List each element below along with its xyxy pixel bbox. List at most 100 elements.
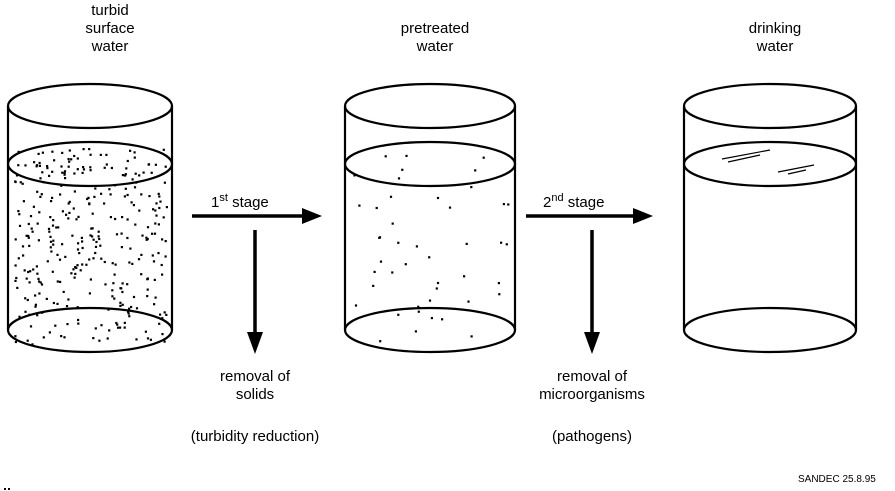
particle — [48, 331, 51, 334]
particle — [88, 292, 91, 295]
particle — [61, 210, 64, 213]
particle — [379, 260, 383, 263]
particle — [91, 212, 94, 215]
particle — [358, 204, 361, 207]
reflection-lines — [721, 149, 815, 175]
particle — [36, 222, 39, 225]
particle — [57, 226, 60, 229]
particle — [128, 307, 131, 310]
particle — [24, 297, 27, 300]
particle — [124, 174, 127, 177]
particles-dense — [14, 148, 168, 346]
particle — [94, 187, 97, 190]
particle — [116, 323, 119, 326]
particle — [72, 268, 75, 271]
particle — [73, 154, 76, 158]
particle — [470, 186, 473, 189]
particle — [112, 282, 115, 285]
particle — [146, 288, 149, 291]
particle — [378, 236, 382, 239]
particle — [28, 244, 31, 247]
particle — [49, 235, 52, 238]
particle — [53, 159, 56, 162]
particle — [140, 193, 143, 196]
particle — [397, 241, 400, 244]
particle — [109, 193, 112, 196]
particle — [126, 159, 129, 163]
particle — [129, 149, 132, 152]
particle — [119, 326, 122, 329]
particle — [41, 171, 44, 174]
particle — [128, 261, 131, 264]
particle — [372, 284, 375, 287]
particle — [159, 313, 162, 316]
stray-dots — [4, 488, 10, 490]
particle — [92, 238, 95, 241]
particle — [163, 340, 166, 343]
particle — [27, 234, 30, 238]
particle — [467, 300, 470, 303]
particle — [29, 270, 32, 273]
container-label-drinking: drinking water — [705, 20, 845, 56]
particle — [397, 177, 401, 180]
particle — [35, 164, 39, 167]
particle — [126, 283, 129, 286]
particle — [50, 250, 53, 253]
particle — [389, 195, 393, 198]
particle — [99, 153, 102, 156]
particle — [108, 188, 111, 191]
removal-line: microorganisms — [539, 386, 645, 403]
particle — [89, 166, 92, 169]
particle — [391, 271, 394, 274]
particle — [465, 242, 468, 245]
particle — [80, 236, 83, 239]
container-base — [6, 306, 174, 354]
particle — [48, 174, 51, 177]
particle — [111, 262, 114, 265]
particle — [39, 281, 42, 284]
particle — [131, 178, 134, 181]
particle — [82, 168, 86, 171]
label-line: surface — [85, 20, 135, 37]
particle — [130, 305, 133, 309]
particle — [15, 174, 19, 177]
arrow-removal-1 — [247, 230, 263, 354]
particle — [121, 282, 124, 285]
particle — [154, 296, 157, 299]
particle — [38, 280, 41, 283]
particle — [435, 287, 438, 290]
stage-suffix: st — [219, 192, 228, 204]
particle — [81, 246, 84, 250]
particle — [55, 226, 58, 229]
particle — [19, 181, 22, 184]
particle — [474, 169, 477, 172]
particle — [401, 168, 404, 171]
particle — [163, 311, 166, 314]
particle — [93, 195, 96, 198]
particle — [159, 200, 162, 203]
container-turbid — [6, 82, 174, 354]
particle — [164, 165, 167, 168]
removal-label-2: removal of microorganisms — [517, 368, 667, 404]
particle — [21, 182, 24, 185]
particle — [100, 192, 103, 195]
particle — [384, 155, 387, 158]
particle — [498, 293, 501, 296]
particle — [89, 278, 92, 281]
particle — [42, 336, 45, 339]
particle — [415, 245, 418, 248]
particle — [66, 323, 69, 326]
particles-sparse — [353, 154, 510, 343]
container-base — [343, 306, 517, 354]
particle — [162, 148, 165, 151]
particle — [103, 166, 106, 169]
removal-note: (pathogens) — [551, 428, 633, 445]
particle — [95, 240, 98, 244]
particle — [81, 171, 84, 174]
label-line: water — [91, 38, 129, 55]
particle — [100, 324, 103, 327]
particle — [124, 173, 127, 176]
particle — [463, 275, 466, 278]
arrow-removal-2 — [584, 230, 600, 354]
particle — [82, 166, 85, 169]
